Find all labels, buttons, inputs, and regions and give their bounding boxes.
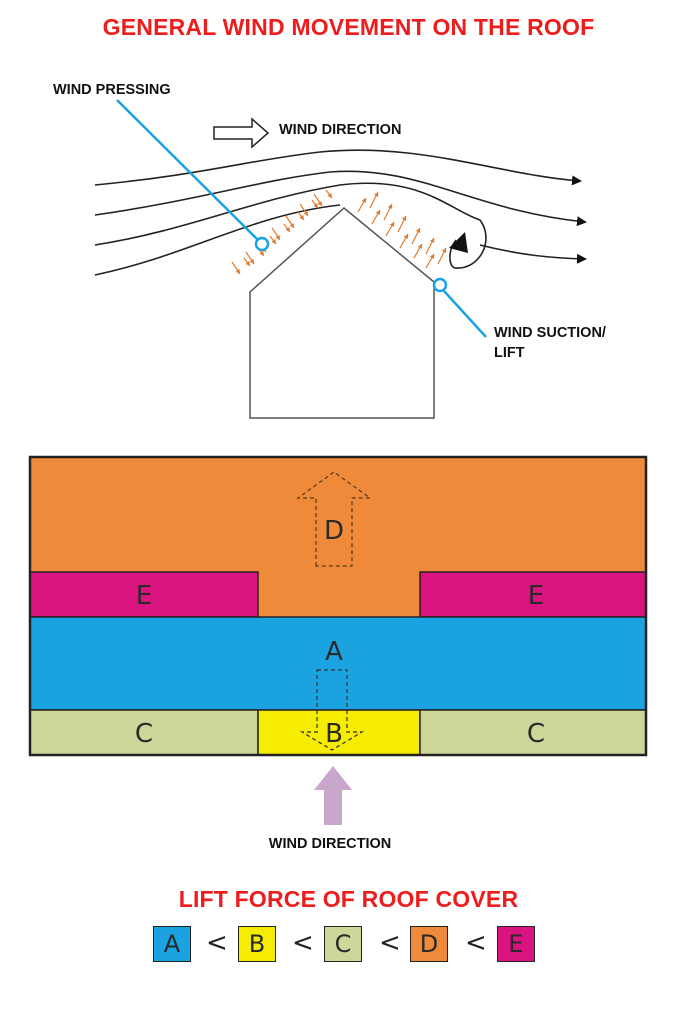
zone-c-left bbox=[29, 709, 259, 756]
zone-e-left bbox=[29, 571, 259, 618]
suction-arrow-6-head-icon bbox=[429, 254, 434, 259]
suction-arrow-1-head-icon bbox=[361, 198, 366, 203]
wind-suction-label-line1: WIND SUCTION/ bbox=[494, 325, 606, 341]
legend-box-c: C bbox=[324, 926, 362, 962]
suction-arrow-2-head-icon bbox=[375, 210, 380, 215]
suction-arrow-b-3-head-icon bbox=[401, 216, 407, 221]
pressure-arrow-4-head-icon bbox=[275, 235, 280, 240]
suction-arrow-4-head-icon bbox=[403, 234, 408, 239]
legend-box-d: D bbox=[410, 926, 448, 962]
pressure-arrow-7-head-icon bbox=[317, 201, 322, 206]
roof-zone-plan: D E E A C B C bbox=[28, 455, 648, 757]
suction-arrow-b-5-head-icon bbox=[429, 238, 435, 243]
wind-diagram: WIND DIRECTION WIND PRESSING WIND SUCTIO… bbox=[28, 82, 648, 852]
wind-pressing-callout-dot bbox=[254, 236, 270, 252]
legend-box-a: A bbox=[153, 926, 191, 962]
zone-c-right bbox=[419, 709, 647, 756]
pressure-arrow-2-head-icon bbox=[249, 259, 254, 264]
zone-a bbox=[29, 616, 647, 711]
wind-direction-bottom-label: WIND DIRECTION bbox=[269, 836, 391, 852]
zone-plan-border bbox=[28, 455, 648, 757]
legend-box-e: E bbox=[497, 926, 535, 962]
suction-arrow-3-head-icon bbox=[389, 222, 394, 227]
zone-a-label: A bbox=[325, 637, 343, 667]
zone-d-dashed-arrow-icon bbox=[296, 471, 372, 567]
vortex-arrow-icon bbox=[449, 232, 468, 253]
pressure-arrow-b-6-head-icon bbox=[313, 203, 318, 208]
wind-direction-arrow-icon bbox=[213, 117, 270, 149]
zone-c-right-label: C bbox=[527, 719, 545, 749]
suction-arrow-b-4-head-icon bbox=[415, 228, 421, 233]
pressure-arrow-6-head-icon bbox=[303, 211, 308, 216]
wind-pressing-callout-line bbox=[116, 99, 259, 241]
pressure-arrow-b-1-head-icon bbox=[245, 261, 250, 266]
legend-less-than-2: < bbox=[292, 928, 314, 958]
legend-less-than-3: < bbox=[379, 928, 401, 958]
zone-e-left-label: E bbox=[136, 581, 152, 611]
zone-e-right bbox=[419, 571, 647, 618]
pressure-arrow-5-head-icon bbox=[289, 223, 294, 228]
zone-b bbox=[257, 709, 421, 756]
wind-direction-up-arrow-icon bbox=[314, 766, 352, 825]
pressure-arrow-b-2-head-icon bbox=[259, 251, 264, 256]
lift-force-legend: A < B < C < D < E bbox=[0, 926, 697, 966]
legend-less-than-1: < bbox=[206, 928, 228, 958]
legend-title: LIFT FORCE OF ROOF COVER bbox=[178, 886, 519, 912]
legend-less-than-4: < bbox=[465, 928, 487, 958]
zone-b-label: B bbox=[325, 719, 343, 749]
zone-e-right-label: E bbox=[528, 581, 544, 611]
pressure-arrows bbox=[231, 189, 447, 275]
wind-direction-top-label: WIND DIRECTION bbox=[279, 122, 401, 138]
suction-arrow-5-head-icon bbox=[417, 244, 422, 249]
pressure-arrow-1-head-icon bbox=[235, 269, 240, 274]
wind-suction-callout-dot bbox=[432, 277, 448, 293]
wind-streamlines bbox=[94, 149, 587, 276]
wind-suction-callout-line bbox=[443, 290, 487, 338]
suction-arrow-b-1-head-icon bbox=[373, 192, 379, 197]
pressure-arrow-b-3-head-icon bbox=[271, 239, 276, 244]
wind-suction-label-line2: LIFT bbox=[494, 345, 525, 361]
house-outline bbox=[249, 207, 435, 419]
suction-arrow-b-2-head-icon bbox=[387, 204, 393, 209]
pressure-arrow-b-4-head-icon bbox=[285, 227, 290, 232]
wind-pressing-label: WIND PRESSING bbox=[53, 82, 171, 98]
legend-box-b: B bbox=[238, 926, 276, 962]
zone-d-label: D bbox=[324, 516, 344, 546]
zone-a-b-dashed-arrow-icon bbox=[299, 669, 365, 751]
zone-c-left-label: C bbox=[135, 719, 153, 749]
suction-arrow-b-6-head-icon bbox=[441, 248, 447, 253]
diagram-title: GENERAL WIND MOVEMENT ON THE ROOF bbox=[102, 14, 595, 40]
pressure-arrow-b-7-head-icon bbox=[327, 193, 332, 198]
pressure-arrow-b-5-head-icon bbox=[299, 215, 304, 220]
